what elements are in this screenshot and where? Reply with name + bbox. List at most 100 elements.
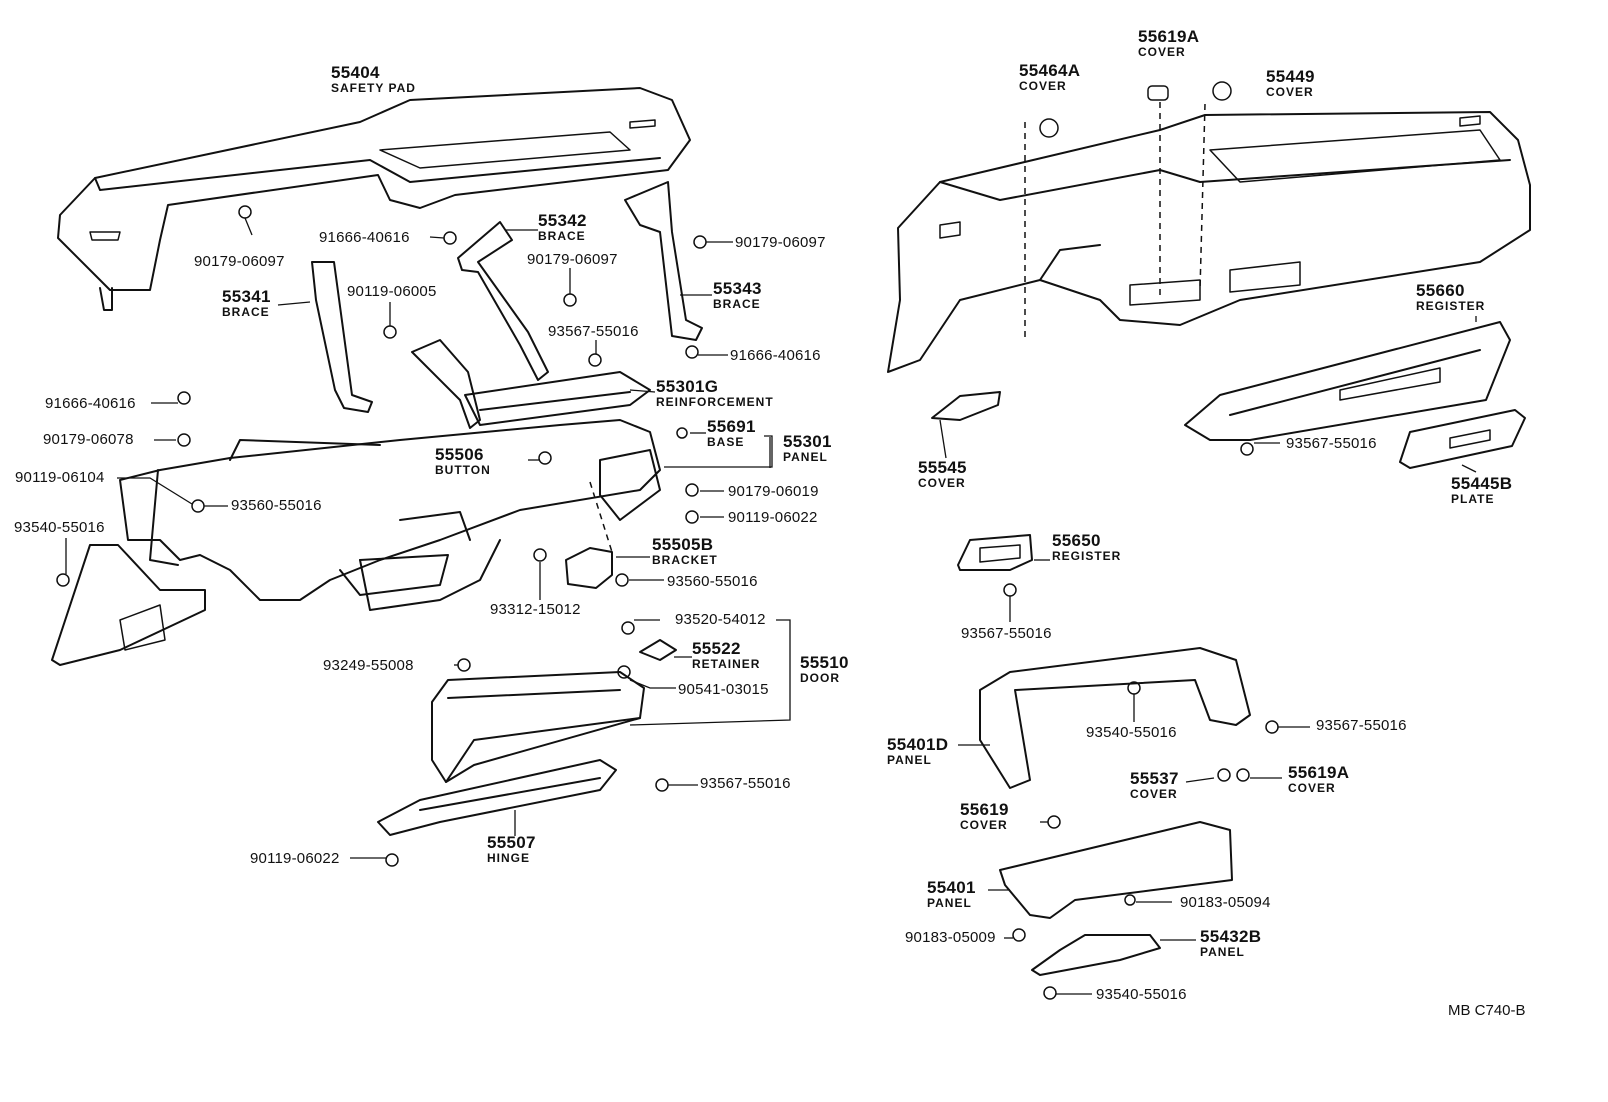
label-55301G: 55301G REINFORCEMENT (656, 378, 774, 408)
part-number: 55506 (435, 445, 484, 464)
part-number: 90119-06104 (15, 469, 105, 486)
part-description: COVER (960, 818, 1008, 832)
part-number: 90179-06019 (728, 483, 819, 500)
label-93540-55016-b: 93540-55016 (1086, 725, 1177, 740)
label-55464A: 55464A COVER (1019, 62, 1080, 92)
part-number: 93567-55016 (1286, 435, 1377, 452)
label-90119-06005: 90119-06005 (347, 284, 437, 299)
label-93540-55016-c: 93540-55016 (1096, 987, 1187, 1002)
part-description: BRACE (713, 297, 761, 311)
part-description: PANEL (927, 896, 972, 910)
part-description: HINGE (487, 851, 531, 865)
label-55619: 55619 COVER (960, 801, 1009, 831)
part-number: 93560-55016 (231, 497, 322, 514)
brace-55342-drawing (457, 221, 549, 381)
label-93540-55016-a: 93540-55016 (14, 520, 105, 535)
part-number: 55445B (1451, 474, 1513, 493)
label-90183-05009: 90183-05009 (905, 930, 996, 945)
register-55650-drawing (957, 534, 1033, 571)
part-number: 55660 (1416, 281, 1465, 300)
label-91666-40616-b: 91666-40616 (730, 348, 821, 363)
label-55341: 55341 BRACE (222, 288, 271, 318)
part-number: 90183-05009 (905, 929, 996, 946)
label-55507: 55507 HINGE (487, 834, 536, 864)
part-number: 55537 (1130, 769, 1179, 788)
part-number: 55545 (918, 458, 967, 477)
label-93567-55016-c: 93567-55016 (1286, 436, 1377, 451)
bracket-drawing (565, 547, 613, 589)
dash-assembly-drawing (887, 111, 1531, 373)
part-description: PANEL (887, 753, 932, 767)
part-description: REGISTER (1052, 549, 1122, 563)
label-93312-15012: 93312-15012 (490, 602, 581, 617)
lower-panel-drawing (999, 821, 1233, 919)
part-description: DOOR (800, 671, 840, 685)
part-number: 55342 (538, 211, 587, 230)
label-55691: 55691 BASE (707, 418, 756, 448)
part-number: 55619A (1138, 27, 1200, 46)
label-55660: 55660 REGISTER (1416, 282, 1485, 312)
part-number: 55619 (960, 800, 1009, 819)
part-number: 55401 (927, 878, 976, 897)
label-93567-55016-a: 93567-55016 (548, 324, 639, 339)
part-number: 90179-06097 (527, 251, 618, 268)
part-number: 91666-40616 (319, 229, 410, 246)
label-91666-40616-a: 91666-40616 (319, 230, 410, 245)
part-number: 55401D (887, 735, 949, 754)
part-number: 91666-40616 (45, 395, 136, 412)
instrument-panel-drawing (119, 419, 661, 611)
part-number: 90179-06097 (735, 234, 826, 251)
part-number: 93540-55016 (1096, 986, 1187, 1003)
label-90179-06097-b: 90179-06097 (735, 235, 826, 250)
part-number: 93249-55008 (323, 657, 414, 674)
register-drawing (1184, 321, 1511, 441)
label-91666-40616-c: 91666-40616 (45, 396, 136, 411)
cover-55545-drawing (931, 391, 1001, 421)
part-number: 55301 (783, 432, 832, 451)
label-93560-55016-a: 93560-55016 (231, 498, 322, 513)
label-55522: 55522 RETAINER (692, 640, 760, 670)
part-number: 55464A (1019, 61, 1081, 80)
label-93567-55016-d: 93567-55016 (961, 626, 1052, 641)
hinge-drawing (377, 759, 617, 836)
label-55401D: 55401D PANEL (887, 736, 948, 766)
label-55506: 55506 BUTTON (435, 446, 491, 476)
label-55619A-bottom: 55619A COVER (1288, 764, 1349, 794)
part-number: 90119-06022 (250, 850, 340, 867)
part-description: COVER (1138, 45, 1186, 59)
label-55343: 55343 BRACE (713, 280, 762, 310)
label-90179-06097-a: 90179-06097 (194, 254, 285, 269)
part-description: BUTTON (435, 463, 491, 477)
part-number: 55404 (331, 63, 380, 82)
part-number: 93520-54012 (675, 611, 766, 628)
diagram-code: MB C740-B (1448, 1002, 1526, 1019)
part-number: 93567-55016 (961, 625, 1052, 642)
part-description: RETAINER (692, 657, 761, 671)
part-number: 93540-55016 (1086, 724, 1177, 741)
label-90179-06078: 90179-06078 (43, 432, 134, 447)
part-number: 93567-55016 (700, 775, 791, 792)
part-number: 90119-06005 (347, 283, 437, 300)
label-90179-06097-c: 90179-06097 (527, 252, 618, 267)
panel-end-cap-drawing (51, 544, 206, 666)
label-90179-06019: 90179-06019 (728, 484, 819, 499)
label-90119-06022-b: 90119-06022 (250, 851, 340, 866)
label-90541-03015: 90541-03015 (678, 682, 769, 697)
part-number: 90119-06022 (728, 509, 818, 526)
part-number: 93567-55016 (548, 323, 639, 340)
label-55537: 55537 COVER (1130, 770, 1179, 800)
part-number: 90179-06078 (43, 431, 134, 448)
part-number: 55505B (652, 535, 714, 554)
label-93520-54012: 93520-54012 (675, 612, 766, 627)
part-number: 90179-06097 (194, 253, 285, 270)
part-description: PANEL (1200, 945, 1245, 959)
label-55401: 55401 PANEL (927, 879, 976, 909)
part-number: 93540-55016 (14, 519, 105, 536)
part-number: 55510 (800, 653, 849, 672)
leader-lines (65, 217, 1477, 995)
part-description: COVER (1288, 781, 1336, 795)
part-number: 93312-15012 (490, 601, 581, 618)
label-55445B: 55445B PLATE (1451, 475, 1512, 505)
part-description: COVER (1019, 79, 1067, 93)
